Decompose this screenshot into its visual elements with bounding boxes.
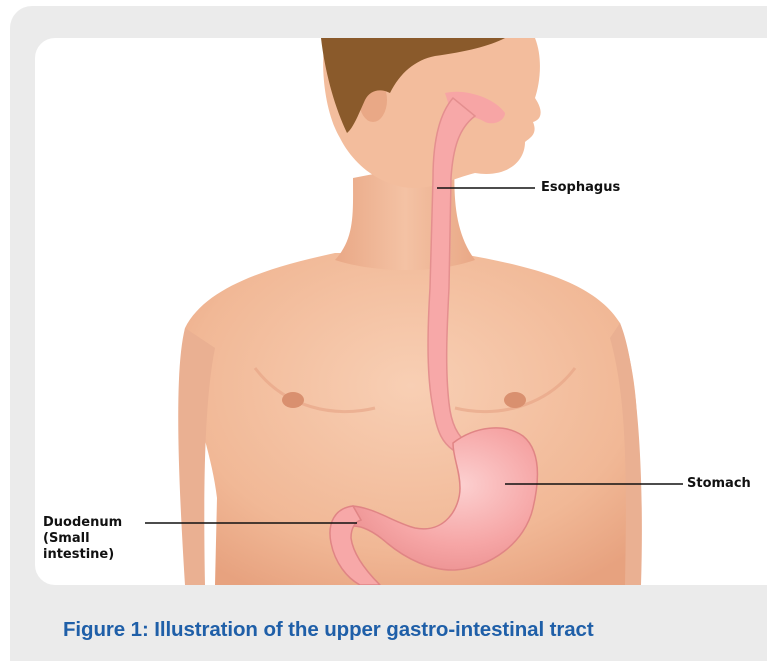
stomach-label: Stomach: [687, 476, 751, 492]
esophagus-label: Esophagus: [541, 180, 620, 196]
right-nipple: [504, 392, 526, 408]
duodenum-label-line1: Duodenum: [43, 515, 122, 531]
duodenum-label-line2: (Small: [43, 531, 90, 547]
illustration-panel: [35, 38, 767, 585]
torso-illustration: [35, 38, 767, 585]
figure-caption: Figure 1: Illustration of the upper gast…: [63, 618, 594, 642]
duodenum-label-line3: intestine): [43, 547, 114, 563]
left-nipple: [282, 392, 304, 408]
